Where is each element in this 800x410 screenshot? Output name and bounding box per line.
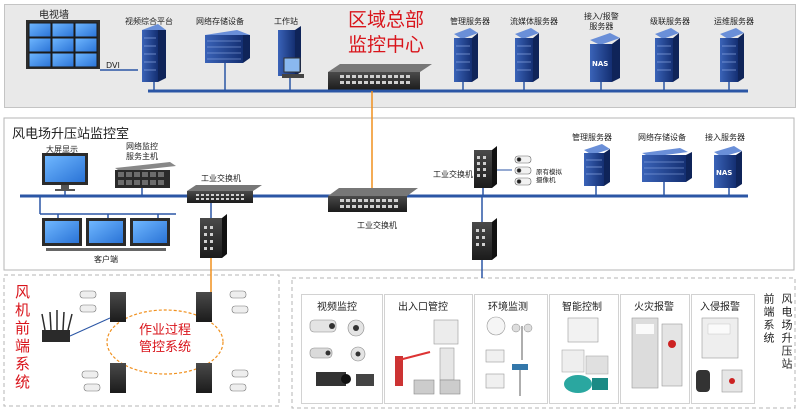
storage-host-icon bbox=[115, 162, 176, 188]
analog-camera-icons bbox=[514, 155, 532, 186]
hq-device-label-platform: 视频综合平台 bbox=[125, 17, 173, 26]
video-surveillance-devices bbox=[309, 319, 374, 386]
station-bus-drops bbox=[39, 182, 730, 218]
switch-center-label: 工业交换机 bbox=[357, 221, 397, 230]
category-video-label: 视频监控 bbox=[317, 302, 357, 313]
switch-right-label: 工业交换机 bbox=[433, 170, 473, 179]
fire-alarm-devices bbox=[631, 317, 683, 389]
hq-bus-drops bbox=[153, 63, 730, 91]
category-fire-label: 火灾报警 bbox=[634, 302, 674, 313]
access-control-devices bbox=[395, 319, 461, 395]
storage-host-label: 网络监控 服务主机 bbox=[126, 142, 158, 161]
hq-storage-icon bbox=[205, 30, 250, 63]
category-access-label: 出入口管控 bbox=[398, 302, 448, 313]
hq-title: 区域总部 监控中心 bbox=[340, 8, 432, 58]
station-server-label-management: 管理服务器 bbox=[572, 133, 612, 142]
switch-right bbox=[474, 146, 497, 188]
hq-device-label-workstation: 工作站 bbox=[274, 17, 298, 26]
category-intrusion-label: 入侵报警 bbox=[700, 302, 740, 313]
category-env-label: 环境监测 bbox=[488, 302, 528, 313]
hq-server-label-cascade: 级联服务器 bbox=[650, 17, 690, 26]
router-link bbox=[69, 317, 111, 337]
hq-title-line-2: 监控中心 bbox=[347, 34, 424, 56]
hq-access-alarm-server-icon: NAS bbox=[590, 33, 620, 82]
station-nas-label: NAS bbox=[716, 169, 732, 177]
station-panel bbox=[3, 117, 795, 271]
switch-left-label: 工业交换机 bbox=[201, 174, 241, 183]
hq-server-label-streaming: 流媒体服务器 bbox=[510, 17, 558, 26]
environment-devices bbox=[485, 316, 533, 396]
ring-label: 作业过程 管控系统 bbox=[130, 322, 200, 356]
hq-ops-server-icon bbox=[720, 28, 744, 82]
category-smart-label: 智能控制 bbox=[562, 302, 602, 313]
process-ring bbox=[106, 309, 224, 375]
switch-left bbox=[187, 185, 262, 203]
front-switches bbox=[110, 292, 212, 393]
station-server-label-storage: 网络存储设备 bbox=[638, 133, 686, 142]
wifi-router-icon bbox=[41, 310, 73, 342]
hq-cascade-server-icon bbox=[655, 28, 679, 82]
ring-label-line-1: 作业过程 bbox=[138, 323, 191, 338]
smart-control-devices bbox=[561, 317, 609, 393]
hq-title-line-1: 区域总部 bbox=[347, 9, 424, 31]
front-cameras bbox=[79, 290, 249, 392]
video-platform-icon bbox=[142, 24, 166, 82]
station-access-server-icon: NAS bbox=[714, 146, 742, 188]
big-screen-label: 大屏显示 bbox=[46, 145, 78, 154]
station-server-label-access: 接入服务器 bbox=[705, 133, 745, 142]
hq-nas-label: NAS bbox=[592, 60, 608, 68]
switch-left-lower bbox=[200, 214, 227, 258]
front-title: 风机前端系统 bbox=[13, 284, 31, 392]
hq-core-switch bbox=[328, 64, 432, 90]
hq-streaming-server-icon bbox=[515, 28, 539, 82]
station-management-server-icon bbox=[584, 144, 610, 186]
video-wall-label: 电视墙 bbox=[39, 10, 69, 21]
big-screen-display bbox=[42, 153, 88, 191]
client-monitors bbox=[42, 218, 170, 251]
lower-switch-drops bbox=[210, 196, 483, 222]
video-wall bbox=[26, 20, 100, 69]
hq-server-label-ops: 运维服务器 bbox=[714, 17, 754, 26]
analog-camera-label: 原有模拟 摄像机 bbox=[536, 168, 562, 184]
clients-label: 客户端 bbox=[94, 255, 118, 264]
hq-server-label-management: 管理服务器 bbox=[450, 17, 490, 26]
hq-device-label-storage: 网络存储设备 bbox=[196, 17, 244, 26]
station-title: 风电场升压站监控室 bbox=[12, 127, 130, 142]
workstation-icon bbox=[278, 26, 304, 78]
switch-right-lower bbox=[472, 218, 497, 260]
station-storage-icon bbox=[642, 148, 692, 182]
booster-title-left: 前端系统 bbox=[762, 293, 775, 345]
switch-center bbox=[328, 188, 418, 212]
hq-server-label-access-alarm: 接入/报警 服务器 bbox=[584, 12, 619, 31]
ring-label-line-2: 管控系统 bbox=[138, 340, 191, 355]
booster-panel bbox=[291, 277, 796, 409]
dvi-label: DVI bbox=[106, 61, 120, 70]
booster-title-right: 风电场升压站 bbox=[780, 293, 793, 371]
hq-management-server-icon bbox=[454, 28, 478, 82]
intrusion-alarm-devices bbox=[696, 317, 743, 393]
